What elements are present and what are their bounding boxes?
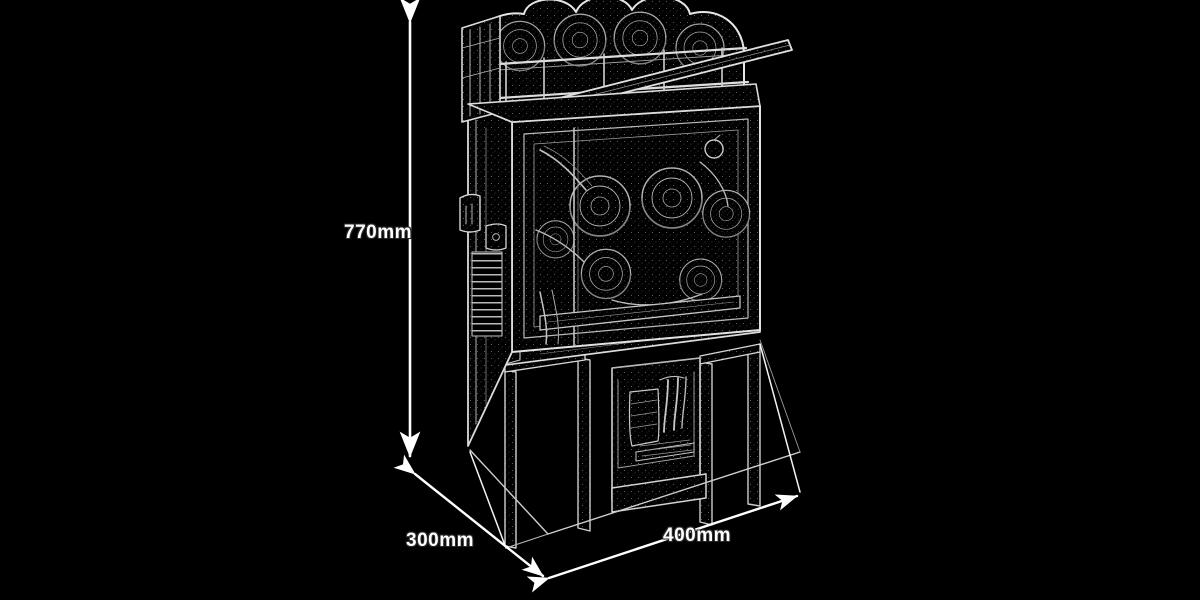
dimension-lines — [393, 0, 801, 593]
machine-crown — [461, 0, 793, 123]
depth-dimension-line — [393, 454, 545, 578]
width-dimension-line — [526, 494, 799, 593]
machine-side-panel — [459, 103, 513, 447]
height-dimension-label: 770mm — [344, 222, 412, 243]
depth-dimension-label: 300mm — [406, 530, 474, 551]
machine-hopper — [511, 105, 761, 353]
extension-lines — [469, 343, 801, 549]
width-dimension-label: 400mm — [663, 525, 731, 546]
